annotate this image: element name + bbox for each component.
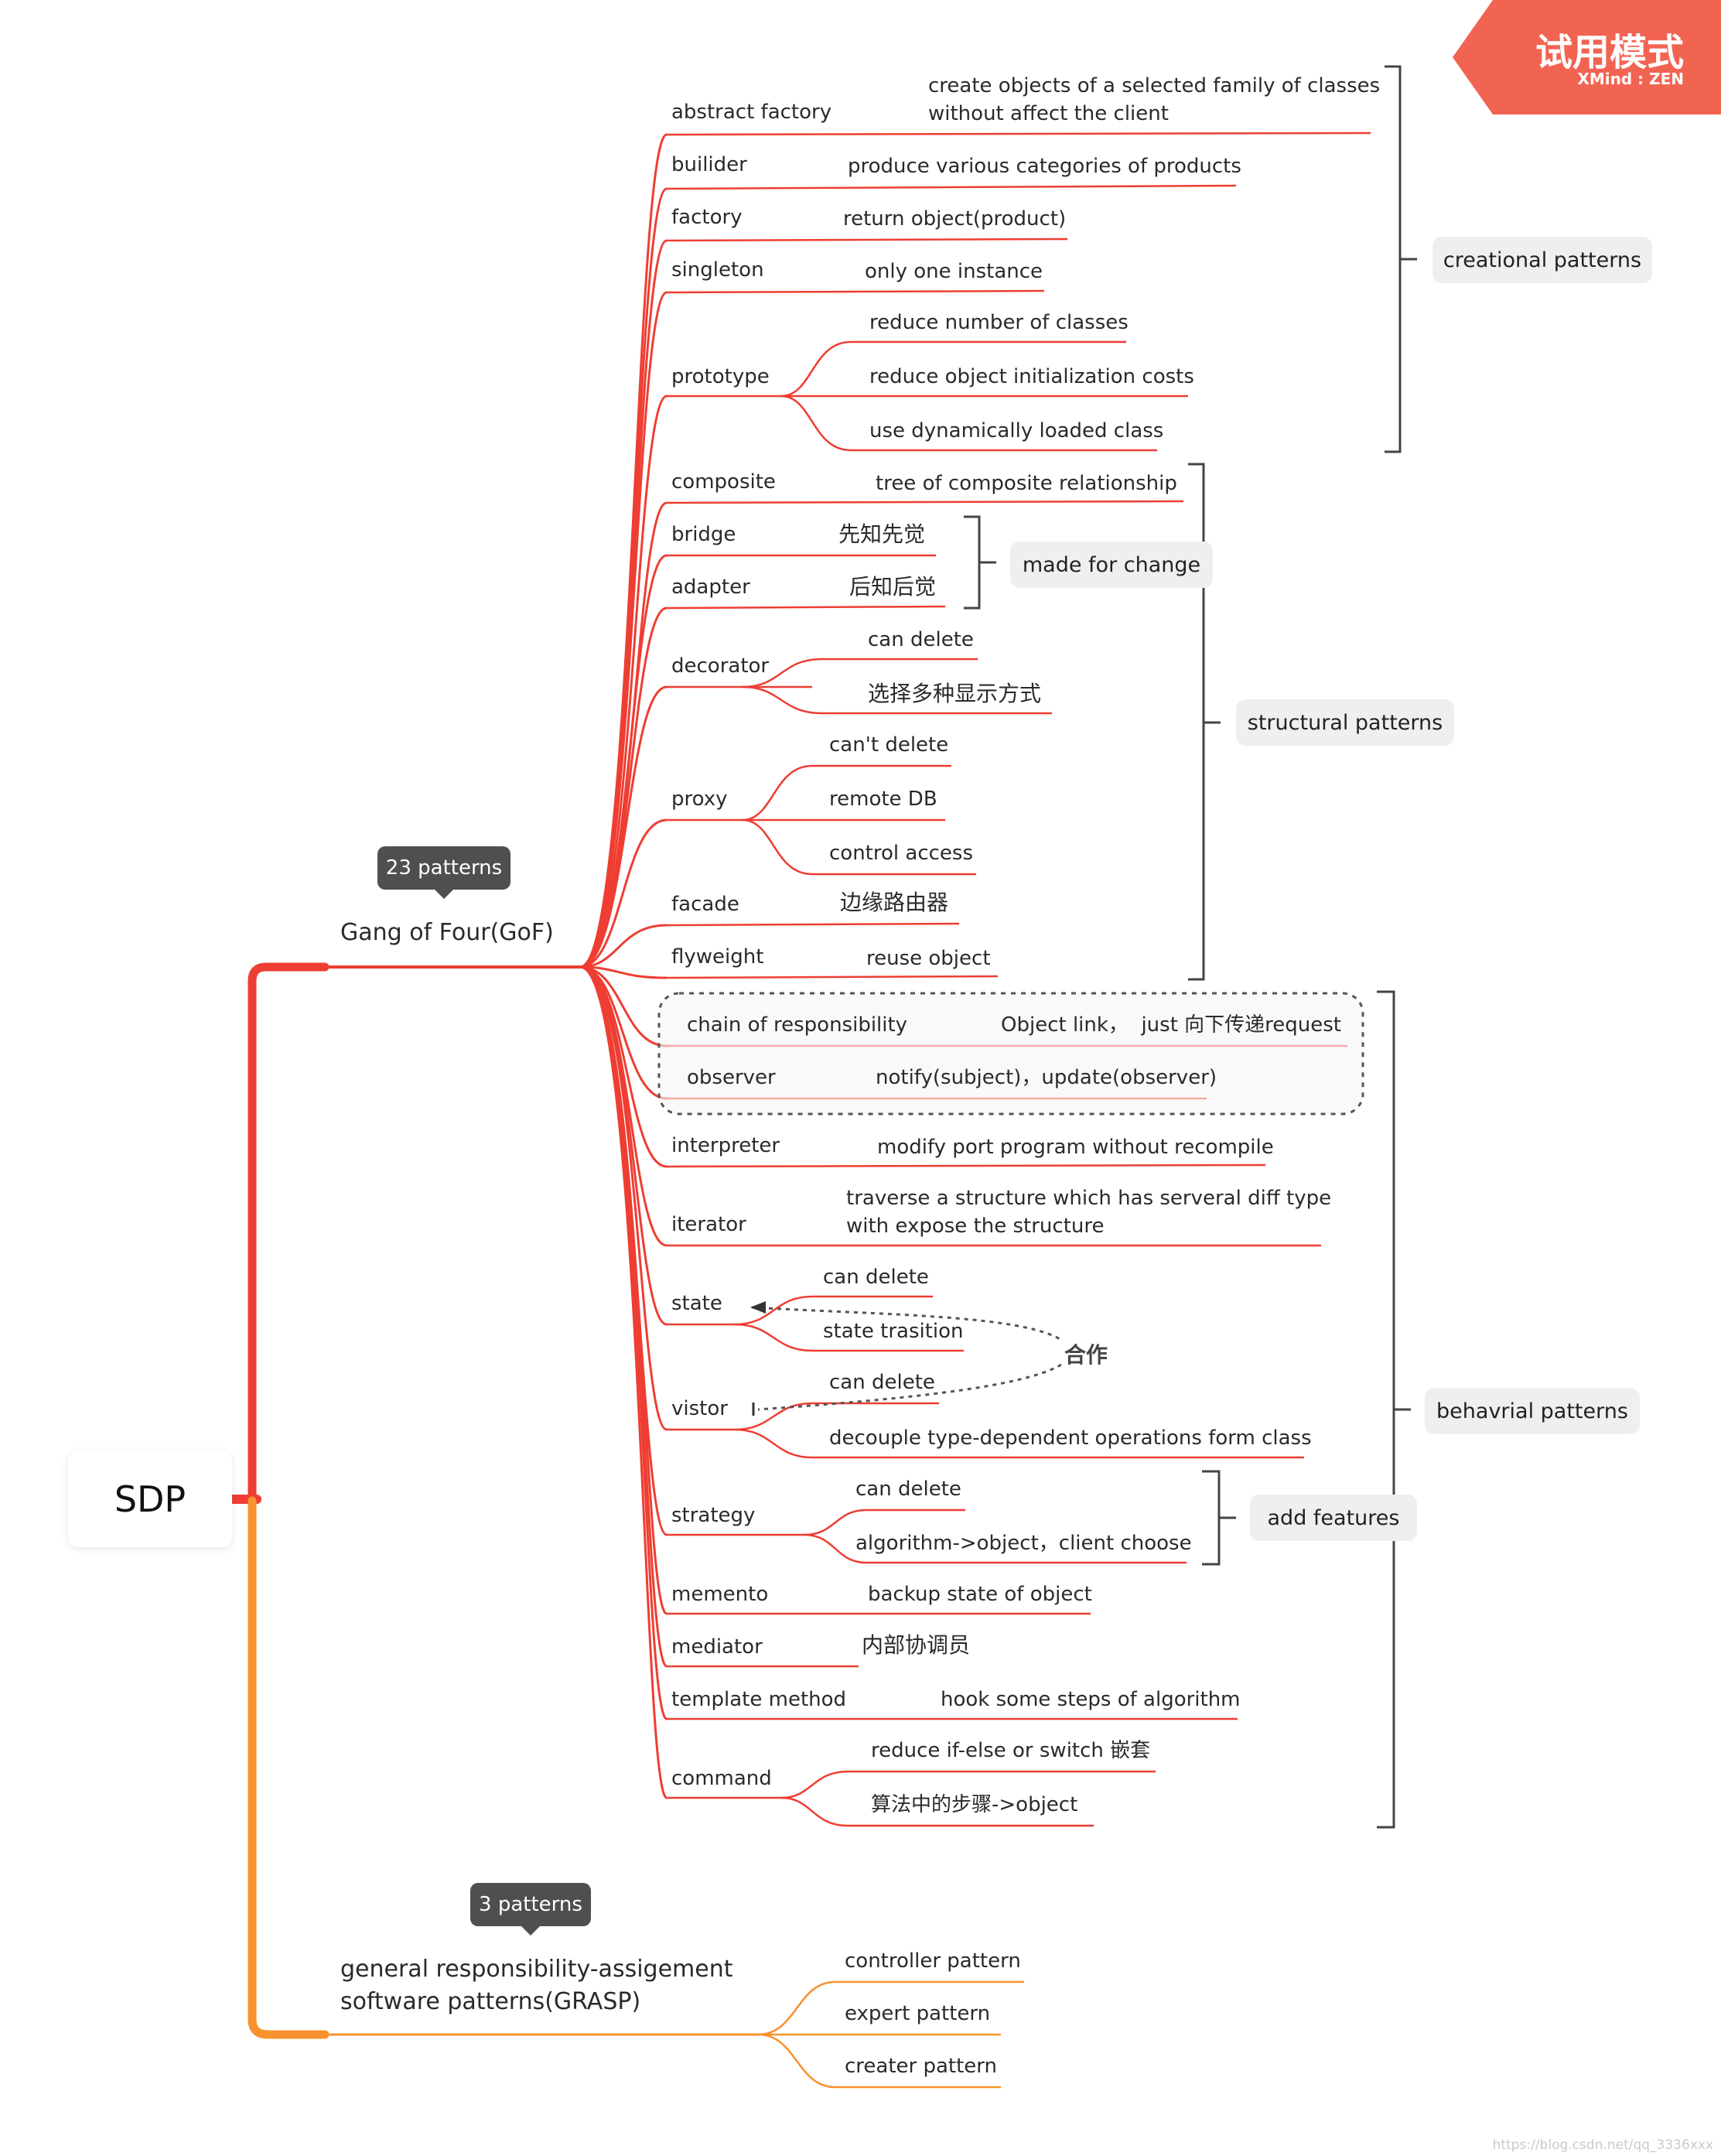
- trial-badge-shape: [1453, 0, 1721, 114]
- composite-desc[interactable]: tree of composite relationship: [876, 472, 1177, 495]
- category-made-for-change[interactable]: made for change: [1010, 542, 1213, 588]
- grasp-controller-pattern[interactable]: controller pattern: [845, 1949, 1021, 1973]
- grasp-badge: 3 patterns: [470, 1883, 591, 1936]
- flyweight-desc[interactable]: reuse object: [866, 947, 991, 970]
- command-sub-2[interactable]: 算法中的步骤->object: [871, 1793, 1078, 1816]
- grasp-expert-pattern[interactable]: expert pattern: [845, 2002, 991, 2025]
- watermark: https://blog.csdn.net/qq_3336xxx: [1492, 2137, 1713, 2153]
- prototype-sub-3[interactable]: use dynamically loaded class: [869, 419, 1164, 442]
- decorator-sub-2[interactable]: 选择多种显示方式: [868, 681, 1042, 706]
- category-behavioral-patterns[interactable]: behavrial patterns: [1425, 1388, 1640, 1434]
- root-topic[interactable]: SDP: [68, 1451, 232, 1547]
- factory-desc[interactable]: return object(product): [843, 207, 1067, 231]
- pattern-adapter[interactable]: adapter: [671, 576, 750, 599]
- pattern-builider[interactable]: builider: [671, 153, 747, 176]
- pattern-mediator[interactable]: mediator: [671, 1635, 763, 1659]
- trial-mode-badge[interactable]: 试用模式 XMind : ZEN: [1451, 0, 1721, 114]
- observer-desc[interactable]: notify(subject)，update(observer): [876, 1066, 1217, 1089]
- sub-branches: [734, 340, 1304, 1827]
- interpreter-desc[interactable]: modify port program without recompile: [877, 1136, 1274, 1159]
- prototype-sub-2[interactable]: reduce object initialization costs: [869, 365, 1194, 388]
- category-structural-patterns[interactable]: structural patterns: [1236, 699, 1454, 746]
- proxy-sub-2[interactable]: remote DB: [829, 788, 937, 811]
- grasp-branch-title-line1[interactable]: general responsibility-assigement: [340, 1956, 733, 1983]
- template-method-desc[interactable]: hook some steps of algorithm: [941, 1688, 1241, 1711]
- trial-mode-title: 试用模式: [1535, 31, 1684, 74]
- pattern-facade[interactable]: facade: [671, 893, 739, 916]
- trunk-connectors: [227, 962, 760, 2039]
- chain-desc[interactable]: Object link， just 向下传递request: [1001, 1013, 1341, 1037]
- iterator-desc-line1[interactable]: traverse a structure which has serveral …: [846, 1187, 1332, 1210]
- singleton-desc[interactable]: only one instance: [865, 260, 1043, 283]
- pattern-factory[interactable]: factory: [671, 206, 743, 229]
- relationship-arrow-head: [750, 1301, 766, 1314]
- pattern-chain-of-responsibility[interactable]: chain of responsibility: [687, 1013, 908, 1037]
- pattern-prototype[interactable]: prototype: [671, 365, 770, 388]
- pattern-state[interactable]: state: [671, 1292, 722, 1315]
- adapter-desc[interactable]: 后知后觉: [849, 574, 937, 600]
- pattern-proxy[interactable]: proxy: [671, 788, 728, 811]
- strategy-sub-2[interactable]: algorithm->object，client choose: [855, 1532, 1192, 1555]
- vistor-sub-2[interactable]: decouple type-dependent operations form …: [829, 1427, 1312, 1450]
- proxy-sub-1[interactable]: can't delete: [829, 733, 949, 757]
- grasp-creater-pattern[interactable]: creater pattern: [845, 2055, 998, 2078]
- bridge-desc[interactable]: 先知先觉: [838, 521, 926, 547]
- proxy-sub-3[interactable]: control access: [829, 842, 973, 865]
- pattern-memento[interactable]: memento: [671, 1583, 769, 1606]
- pattern-command[interactable]: command: [671, 1767, 772, 1790]
- pattern-vistor[interactable]: vistor: [671, 1397, 728, 1420]
- pattern-iterator[interactable]: iterator: [671, 1213, 746, 1236]
- gof-connectors: [579, 133, 668, 1799]
- state-sub-2[interactable]: state trasition: [823, 1320, 964, 1343]
- pattern-abstract-factory[interactable]: abstract factory: [671, 101, 832, 124]
- category-add-features[interactable]: add features: [1250, 1495, 1417, 1541]
- category-creational-patterns[interactable]: creational patterns: [1432, 237, 1652, 283]
- pattern-observer[interactable]: observer: [687, 1066, 776, 1089]
- grasp-branch-title-line2[interactable]: software patterns(GRASP): [340, 1988, 641, 2015]
- iterator-desc-line2[interactable]: with expose the structure: [846, 1215, 1105, 1238]
- mediator-desc[interactable]: 内部协调员: [862, 1632, 971, 1658]
- strategy-sub-1[interactable]: can delete: [855, 1478, 961, 1501]
- pattern-interpreter[interactable]: interpreter: [671, 1134, 780, 1157]
- relationship-curve: [751, 1306, 1062, 1411]
- summary-brackets: [964, 65, 1417, 1829]
- memento-desc[interactable]: backup state of object: [868, 1583, 1092, 1606]
- prototype-sub-1[interactable]: reduce number of classes: [869, 311, 1129, 334]
- pattern-composite[interactable]: composite: [671, 470, 776, 494]
- pattern-singleton[interactable]: singleton: [671, 258, 764, 282]
- decorator-sub-1[interactable]: can delete: [868, 628, 974, 651]
- pattern-bridge[interactable]: bridge: [671, 523, 736, 546]
- gof-badge: 23 patterns: [377, 846, 510, 899]
- pattern-template-method[interactable]: template method: [671, 1688, 847, 1711]
- gof-branch-title[interactable]: Gang of Four(GoF): [340, 919, 554, 946]
- pattern-decorator[interactable]: decorator: [671, 654, 770, 678]
- state-sub-1[interactable]: can delete: [823, 1266, 929, 1289]
- abstract-factory-desc-line1[interactable]: create objects of a selected family of c…: [928, 74, 1381, 97]
- relationship-label[interactable]: 合作: [1064, 1342, 1108, 1368]
- builider-desc[interactable]: produce various categories of products: [848, 155, 1241, 178]
- pattern-flyweight[interactable]: flyweight: [671, 945, 764, 969]
- facade-desc[interactable]: 边缘路由器: [840, 890, 949, 915]
- dashed-boundary: [657, 992, 1364, 1116]
- command-sub-1[interactable]: reduce if-else or switch 嵌套: [871, 1739, 1151, 1762]
- vistor-sub-1[interactable]: can delete: [829, 1371, 935, 1394]
- abstract-factory-desc-line2[interactable]: without affect the client: [928, 102, 1169, 125]
- trial-mode-subtitle: XMind : ZEN: [1577, 70, 1684, 88]
- pattern-strategy[interactable]: strategy: [671, 1504, 756, 1527]
- grasp-branches: [757, 1980, 1024, 2089]
